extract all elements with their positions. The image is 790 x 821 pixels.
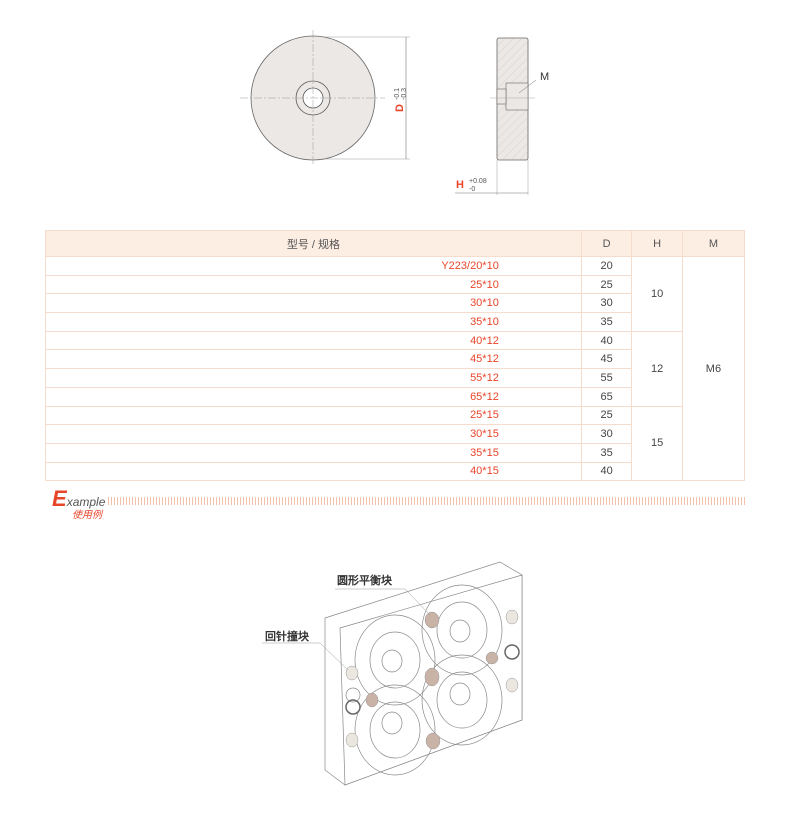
cell-d: 35 [580,442,633,463]
mold-illustration: 圆形平衡块 回针撞块 [262,561,523,786]
cell-h: 15 [631,405,683,482]
round-balance-blocks [365,611,499,750]
h-tol-lower: -0 [469,186,475,193]
label-round-balance-block: 圆形平衡块 [337,573,393,587]
header-m: M [681,230,746,257]
cell-d: 25 [580,405,633,426]
cell-model: 30*10 [45,293,582,314]
cell-model: 35*10 [45,312,582,332]
cell-d: 35 [580,312,633,332]
cell-model: 25*10 [45,274,582,295]
example-initial: E [52,486,67,511]
cell-h: 12 [631,330,683,407]
cell-model: 55*12 [45,368,582,388]
example-heading: Example 使用例 [52,486,106,521]
cell-model: 65*12 [45,386,582,407]
header-h: H [631,230,683,257]
d-tol-lower: -0.3 [401,88,408,100]
example-title: xample [66,495,106,509]
d-label: D [394,104,406,112]
m-label: M [540,71,549,83]
technical-drawing: D -0.1 -0.3 M H +0.08 -0 [240,30,549,195]
cell-d: 40 [580,330,633,351]
cell-d: 20 [580,256,633,276]
cell-d: 65 [580,386,633,407]
cell-model: 35*15 [45,442,582,463]
cell-model: 25*15 [45,405,582,426]
cell-d: 45 [580,349,633,370]
pin-blocks [345,609,519,748]
label-pin-block: 回针撞块 [265,629,310,643]
divider [108,497,745,505]
cell-model: Y223/20*10 [45,256,582,276]
h-label: H [456,179,464,191]
h-tol-upper: +0.08 [469,178,487,185]
cell-model: 40*15 [45,461,582,482]
cell-d: 55 [580,368,633,388]
d-tol-upper: -0.1 [394,88,401,100]
cell-d: 30 [580,424,633,444]
cell-model: 45*12 [45,349,582,370]
cell-d: 30 [580,293,633,314]
cell-d: 25 [580,274,633,295]
cell-model: 40*12 [45,330,582,351]
header-model: 型号 / 规格 [45,230,582,257]
cell-h: 10 [631,256,683,332]
header-d: D [580,230,633,257]
example-subtitle: 使用例 [72,510,102,521]
cell-m: M6 [681,255,746,482]
cell-d: 40 [580,461,633,482]
cell-model: 30*15 [45,424,582,444]
